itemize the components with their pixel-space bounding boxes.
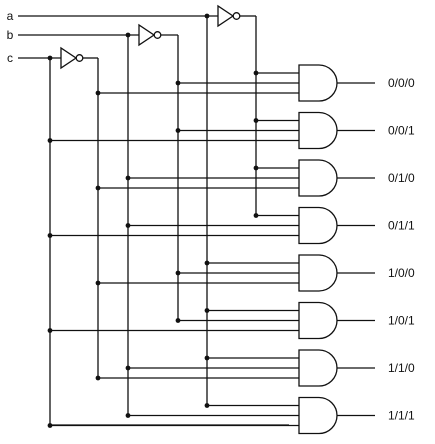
- junction-dot: [125, 413, 131, 418]
- junction-dot: [125, 32, 131, 38]
- junction-dot: [204, 308, 210, 313]
- inverter-c: [60, 46, 78, 70]
- output-label: 0/1/1: [388, 219, 415, 233]
- inverter-bubble-a: [232, 12, 241, 20]
- junction-dot: [95, 280, 101, 286]
- and-gate-5: [298, 254, 338, 292]
- labels: abc 0/0/0 0/0/1 0/1/0 0/1/1 1/0/0 1/0/1 1/1/0 1/…: [7, 9, 415, 423]
- junction-dot: [125, 365, 131, 371]
- junction-dot: [253, 165, 259, 171]
- and-gate-4: [298, 206, 338, 245]
- inverter-a: [217, 4, 235, 28]
- output-label: 1/0/0: [388, 266, 415, 280]
- output-label: 0/1/0: [388, 171, 415, 185]
- output-label: 1/0/1: [388, 314, 415, 328]
- and-gate-3: [298, 159, 338, 197]
- junction-dot: [175, 80, 181, 86]
- and-gate-6: [298, 301, 338, 340]
- junction-dot: [253, 70, 259, 76]
- junction-dot: [95, 375, 101, 381]
- output-label: 1/1/0: [388, 361, 415, 375]
- junction-dot: [204, 13, 210, 19]
- output-label: 0/0/1: [388, 124, 415, 138]
- inverter-b: [138, 23, 156, 47]
- junction-dot: [175, 318, 181, 323]
- junction-dot: [125, 223, 131, 228]
- inverter-bubble-b: [153, 31, 162, 39]
- wires: [18, 15, 375, 427]
- and-gate-7: [298, 349, 338, 387]
- junction-dot: [253, 118, 259, 123]
- junction-dot: [253, 213, 259, 218]
- junction-dot: [47, 423, 53, 428]
- junction-dot: [204, 403, 210, 408]
- output-label: 0/0/0: [388, 76, 415, 90]
- input-label-a: a: [7, 9, 14, 23]
- input-label-b: b: [7, 28, 14, 42]
- and-gate-1: [298, 64, 338, 102]
- junction-dot: [47, 233, 53, 238]
- and-gate-8: [298, 396, 338, 435]
- junction-dot: [95, 90, 101, 96]
- junctions: [47, 13, 259, 428]
- junction-dot: [175, 270, 181, 276]
- junction-dot: [47, 328, 53, 333]
- inverter-bubble-c: [75, 54, 84, 62]
- junction-dot: [125, 175, 131, 181]
- and-gate-2: [298, 111, 338, 150]
- gates: [60, 4, 338, 435]
- junction-dot: [47, 55, 53, 61]
- junction-dot: [95, 185, 101, 191]
- junction-dot: [204, 355, 210, 361]
- junction-dot: [204, 260, 210, 266]
- output-label: 1/1/1: [388, 409, 415, 423]
- input-label-c: c: [7, 51, 13, 65]
- junction-dot: [47, 138, 53, 143]
- junction-dot: [175, 128, 181, 133]
